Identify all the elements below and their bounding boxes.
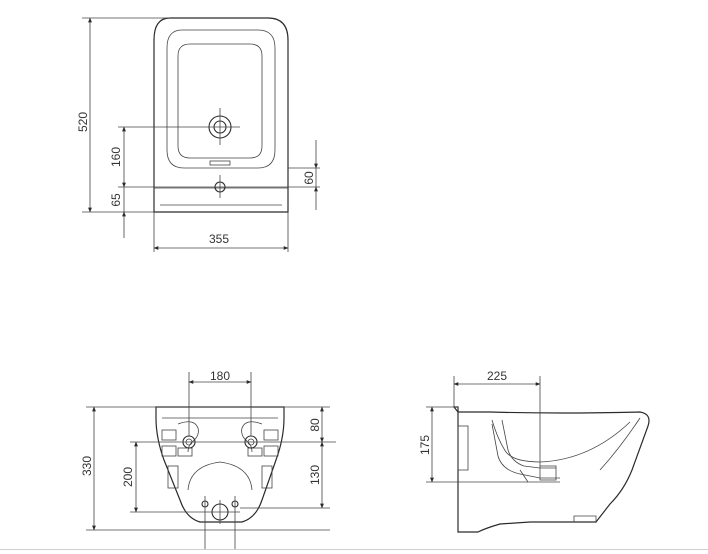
- side-view-bowl: [491, 419, 631, 463]
- dim-200: 200: [121, 467, 135, 487]
- side-view-trap: [491, 419, 560, 483]
- dim-160: 160: [109, 147, 123, 167]
- top-view: 520 160 65 60 355: [76, 17, 320, 252]
- dim-225: 225: [487, 369, 507, 383]
- side-view-outline: [452, 406, 650, 533]
- dim-60: 60: [302, 171, 316, 185]
- dim-520: 520: [76, 112, 90, 132]
- dim-130: 130: [308, 465, 322, 485]
- dim-180: 180: [210, 369, 230, 383]
- overflow-slot: [209, 160, 231, 166]
- top-view-bowl: [177, 43, 263, 159]
- outlet: [130, 461, 253, 550]
- top-view-inner-rim: [166, 29, 276, 169]
- rear-view: 180 330 200 80 130: [80, 369, 336, 550]
- dim-80: 80: [308, 418, 322, 432]
- dim-355: 355: [209, 232, 229, 246]
- side-view-bracket: [457, 425, 469, 471]
- side-view: 225 175: [418, 369, 650, 533]
- top-view-outline: [153, 17, 289, 213]
- footer-rule: [0, 549, 708, 550]
- dim-175: 175: [418, 435, 432, 455]
- dim-65: 65: [109, 193, 123, 207]
- dim-330: 330: [80, 456, 94, 476]
